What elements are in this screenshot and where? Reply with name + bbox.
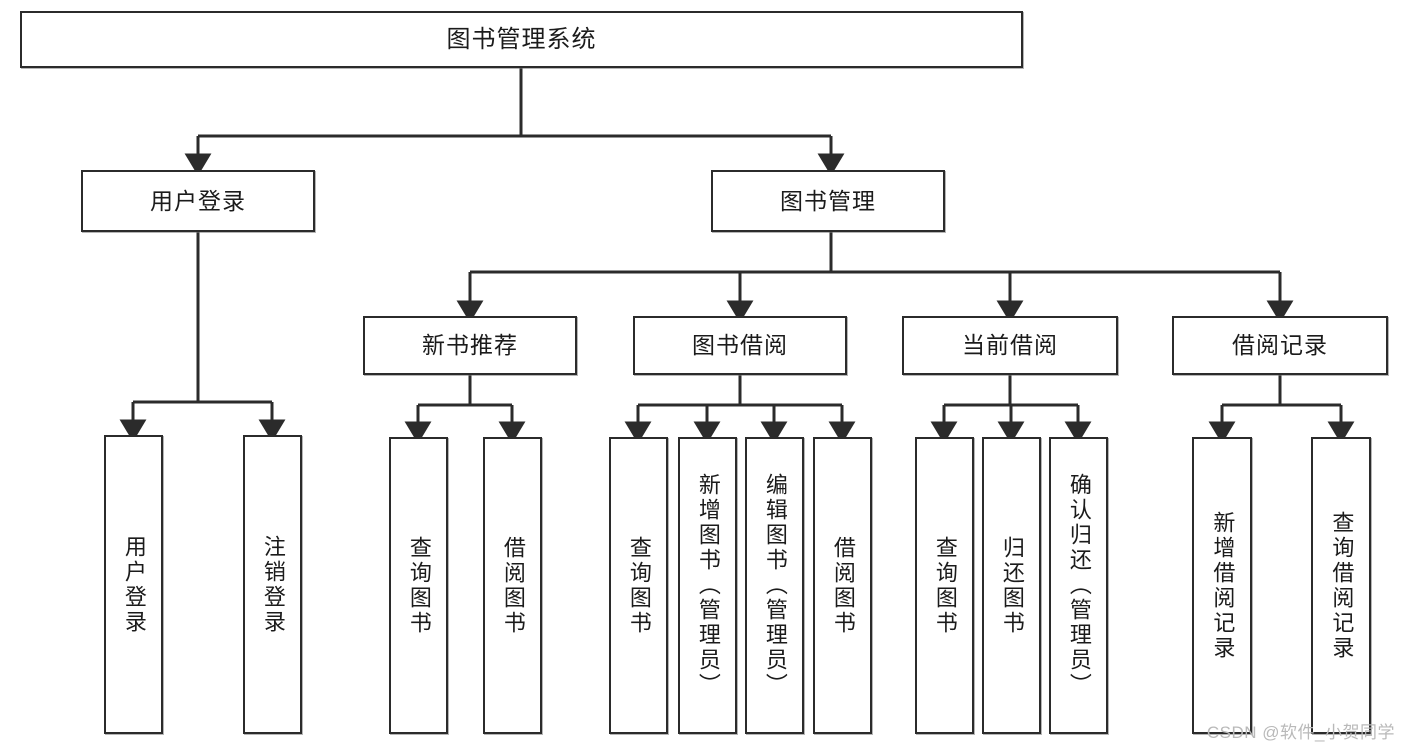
leaf-borrow-record-add[interactable]: 新增借阅记录 [1192, 437, 1252, 734]
node-label: 归还图书 [999, 535, 1025, 636]
node-label: 确认归还（管理员） [1066, 473, 1092, 698]
leaf-current-borrow-query[interactable]: 查询图书 [915, 437, 974, 734]
node-label: 图书管理 [780, 187, 876, 214]
node-label: 编辑图书（管理员） [762, 473, 788, 698]
node-label: 借阅图书 [500, 535, 526, 636]
node-label: 查询图书 [626, 535, 652, 636]
leaf-book-borrow-add[interactable]: 新增图书（管理员） [678, 437, 737, 734]
node-label: 图书借阅 [692, 332, 788, 359]
node-label: 新书推荐 [422, 332, 518, 359]
node-label: 用户登录 [121, 534, 147, 635]
node-user-login[interactable]: 用户登录 [81, 170, 315, 232]
node-root-book-management-system[interactable]: 图书管理系统 [20, 11, 1023, 68]
leaf-borrow-record-query[interactable]: 查询借阅记录 [1311, 437, 1371, 734]
node-label: 用户登录 [150, 187, 246, 214]
node-book-borrow[interactable]: 图书借阅 [633, 316, 847, 375]
leaf-current-borrow-return[interactable]: 归还图书 [982, 437, 1041, 734]
node-borrow-record[interactable]: 借阅记录 [1172, 316, 1388, 375]
node-label: 查询图书 [406, 535, 432, 636]
node-label: 当前借阅 [962, 332, 1058, 359]
node-label: 查询图书 [932, 535, 958, 636]
leaf-new-book-borrow[interactable]: 借阅图书 [483, 437, 542, 734]
node-label: 借阅图书 [830, 535, 856, 636]
node-label: 新增图书（管理员） [695, 473, 721, 698]
leaf-new-book-query[interactable]: 查询图书 [389, 437, 448, 734]
node-current-borrow[interactable]: 当前借阅 [902, 316, 1118, 375]
node-label: 借阅记录 [1232, 332, 1328, 359]
leaf-book-borrow-query[interactable]: 查询图书 [609, 437, 668, 734]
leaf-user-login-logout[interactable]: 注销登录 [243, 435, 302, 734]
leaf-book-borrow-edit[interactable]: 编辑图书（管理员） [745, 437, 804, 734]
leaf-user-login-login[interactable]: 用户登录 [104, 435, 163, 734]
node-label: 注销登录 [260, 534, 286, 635]
watermark: CSDN @软件_小贺同学 [1206, 723, 1395, 742]
leaf-book-borrow-borrow[interactable]: 借阅图书 [813, 437, 872, 734]
node-label: 查询借阅记录 [1329, 510, 1355, 661]
node-new-book-recommend[interactable]: 新书推荐 [363, 316, 577, 375]
node-label: 新增借阅记录 [1210, 510, 1236, 661]
node-book-management[interactable]: 图书管理 [711, 170, 945, 232]
node-label: 图书管理系统 [446, 25, 597, 53]
leaf-current-borrow-confirm-return[interactable]: 确认归还（管理员） [1049, 437, 1108, 734]
